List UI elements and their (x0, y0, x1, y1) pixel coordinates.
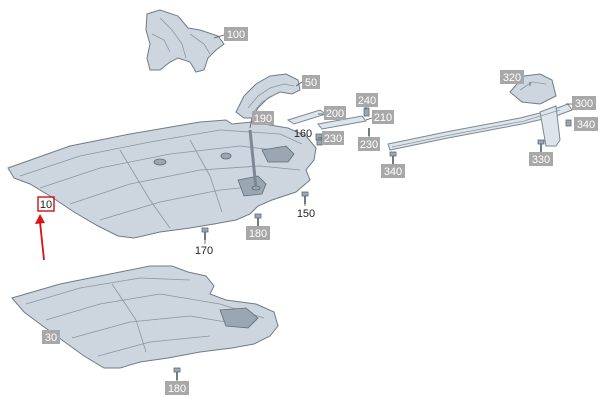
part-300-strut-rail[interactable] (387, 103, 573, 151)
callout-170-label: 170 (195, 245, 213, 257)
callout-180-upper[interactable]: 180 (246, 226, 270, 240)
callout-230-left[interactable]: 230 (322, 131, 344, 145)
part-100-wheel-arch-shield[interactable] (145, 9, 225, 73)
callout-230-right[interactable]: 230 (358, 137, 380, 151)
part-210-bracket[interactable] (317, 115, 367, 130)
callout-300[interactable]: 300 (572, 96, 596, 110)
highlight-arrow (35, 214, 45, 261)
callout-30-label: 30 (45, 332, 57, 344)
callout-10-label: 10 (40, 199, 52, 211)
callout-50[interactable]: 50 (302, 75, 320, 89)
callout-180-lower[interactable]: 180 (165, 381, 189, 395)
callout-340-left-label: 340 (384, 166, 402, 178)
callout-160: 160 (294, 128, 312, 140)
callout-200-label: 200 (326, 108, 344, 120)
callout-340-left[interactable]: 340 (381, 164, 405, 178)
part-340-nut-right[interactable] (565, 119, 572, 127)
part-340-nut-left[interactable] (389, 151, 397, 164)
callout-330-label: 330 (532, 154, 550, 166)
callout-190[interactable]: 190 (252, 111, 274, 125)
part-180-screw-upper[interactable] (254, 213, 262, 226)
callout-240-label: 240 (358, 95, 376, 107)
callout-100-label: 100 (227, 29, 245, 41)
part-150-screw[interactable] (301, 191, 309, 204)
part-230-screw-a[interactable] (316, 139, 323, 146)
callout-170: 170 (195, 245, 213, 257)
callout-340-right[interactable]: 340 (574, 117, 598, 131)
callout-180-lower-label: 180 (168, 383, 186, 395)
callout-210[interactable]: 210 (372, 110, 394, 124)
callout-190-label: 190 (254, 113, 272, 125)
callout-150-label: 150 (297, 208, 315, 220)
part-330-nut[interactable] (537, 139, 545, 152)
callout-180-upper-label: 180 (249, 228, 267, 240)
callout-100[interactable]: 100 (224, 27, 248, 41)
callout-230-left-label: 230 (324, 133, 342, 145)
callout-320[interactable]: 320 (500, 70, 524, 84)
callout-10[interactable]: 10 (37, 196, 55, 212)
callout-330[interactable]: 330 (529, 152, 553, 166)
callout-320-label: 320 (503, 72, 521, 84)
part-180-screw-lower[interactable] (173, 367, 181, 380)
callout-160-label: 160 (294, 128, 312, 140)
callout-230-right-label: 230 (360, 139, 378, 151)
part-200-bracket[interactable] (286, 109, 328, 125)
part-30-underbody-panel[interactable] (11, 265, 279, 369)
part-170-screw[interactable] (201, 227, 209, 240)
callout-30[interactable]: 30 (42, 330, 60, 344)
callout-200[interactable]: 200 (324, 106, 346, 120)
part-10-underbody-panel[interactable] (7, 119, 317, 239)
callout-340-right-label: 340 (577, 119, 595, 131)
callout-150: 150 (297, 208, 315, 220)
part-190-stud[interactable] (248, 129, 261, 191)
callout-210-label: 210 (374, 112, 392, 124)
leader-lines (176, 34, 572, 381)
part-240-screw[interactable] (363, 107, 370, 117)
part-160-clip[interactable] (315, 133, 323, 141)
callout-240[interactable]: 240 (356, 93, 378, 107)
callout-50-label: 50 (305, 77, 317, 89)
callout-300-label: 300 (575, 98, 593, 110)
